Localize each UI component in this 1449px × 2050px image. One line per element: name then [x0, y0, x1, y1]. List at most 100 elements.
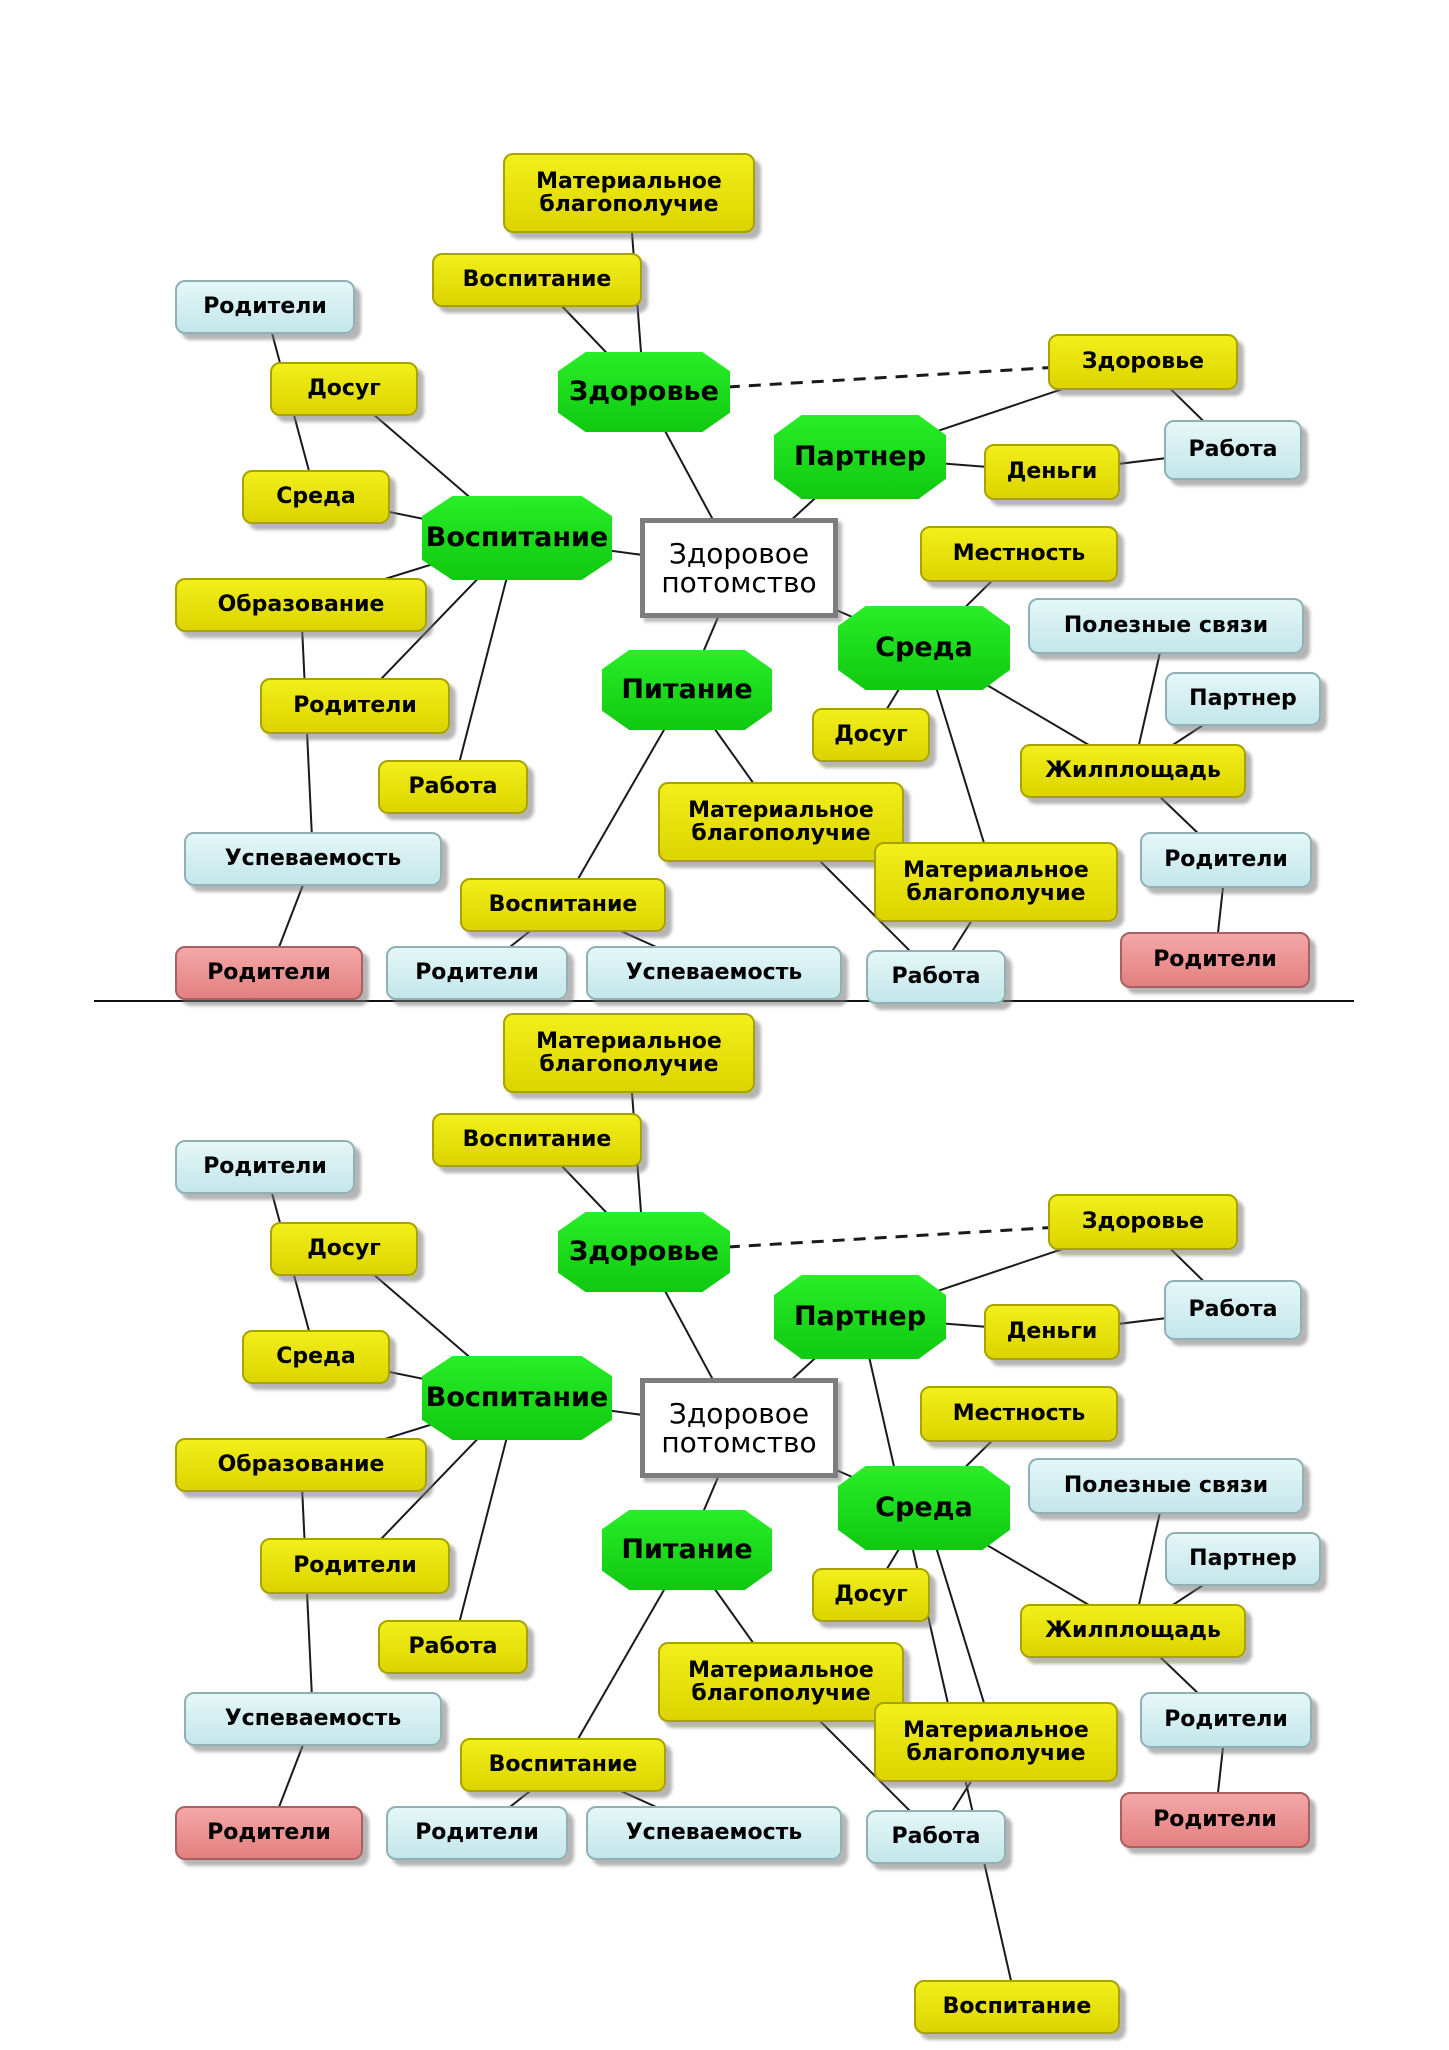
- node-label: Родители: [207, 1820, 331, 1846]
- node-label: Материальное благополучие: [688, 1657, 874, 1706]
- node-label: Материальное благополучие: [688, 797, 874, 846]
- node-upper-dosug_l: Досуг: [270, 362, 418, 416]
- node-upper-vospitanie: Воспитание: [422, 496, 612, 580]
- node-lower-uspev_l: Успеваемость: [184, 1692, 442, 1746]
- node-label: Успеваемость: [625, 960, 803, 986]
- node-upper-roditeli_red_r: Родители: [1120, 932, 1310, 988]
- node-label: Среда: [276, 484, 356, 510]
- node-upper-dosug_r: Досуг: [812, 708, 930, 762]
- node-upper-rabota_y: Работа: [378, 760, 528, 814]
- node-upper-roditeli_br: Родители: [1140, 832, 1312, 888]
- node-label: Работа: [408, 1634, 498, 1660]
- node-label: Родители: [293, 693, 417, 719]
- node-label: Местность: [952, 541, 1086, 567]
- node-lower-zdorovye: Здоровье: [558, 1212, 730, 1292]
- node-lower-mat_top: Материальное благополучие: [503, 1013, 755, 1093]
- node-label: Родители: [1153, 1807, 1277, 1833]
- node-lower-zhilpl: Жилплощадь: [1020, 1604, 1246, 1658]
- node-label: Партнер: [1189, 686, 1297, 712]
- node-label: Досуг: [307, 1236, 381, 1262]
- node-label: Здоровое потомство: [661, 536, 817, 599]
- node-label: Деньги: [1006, 1319, 1098, 1345]
- node-label: Материальное благополучие: [903, 857, 1089, 906]
- node-lower-dosug_r: Досуг: [812, 1568, 930, 1622]
- node-lower-center: Здоровое потомство: [640, 1378, 838, 1478]
- node-label: Полезные связи: [1063, 613, 1269, 639]
- node-label: Среда: [276, 1344, 356, 1370]
- node-label: Воспитание: [488, 1752, 638, 1778]
- node-upper-roditeli_y: Родители: [260, 678, 450, 734]
- node-lower-pitanie: Питание: [602, 1510, 772, 1590]
- node-lower-mat_sreda: Материальное благополучие: [874, 1702, 1118, 1782]
- node-lower-roditeli_red_r: Родители: [1120, 1792, 1310, 1848]
- node-label: Успеваемость: [224, 1706, 402, 1732]
- node-upper-vosp_top: Воспитание: [432, 253, 642, 307]
- node-label: Здоровье: [1081, 1209, 1205, 1235]
- node-upper-zhilpl: Жилплощадь: [1020, 744, 1246, 798]
- node-lower-roditeli_y: Родители: [260, 1538, 450, 1594]
- node-upper-dengi: Деньги: [984, 444, 1120, 500]
- node-label: Среда: [875, 631, 973, 663]
- node-label: Материальное благополучие: [536, 168, 722, 217]
- node-upper-uspev_l: Успеваемость: [184, 832, 442, 886]
- node-label: Досуг: [834, 722, 908, 748]
- node-label: Родители: [1164, 847, 1288, 873]
- node-lower-rabota_b: Работа: [866, 1810, 1006, 1864]
- node-label: Местность: [952, 1401, 1086, 1427]
- node-lower-mat_pit: Материальное благополучие: [658, 1642, 904, 1722]
- node-upper-vosp_bot: Воспитание: [460, 878, 666, 932]
- node-label: Образование: [217, 592, 385, 618]
- node-label: Здоровое потомство: [661, 1396, 817, 1459]
- node-lower-uspev_b: Успеваемость: [586, 1806, 842, 1860]
- node-lower-roditeli_red_l: Родители: [175, 1806, 363, 1860]
- node-label: Среда: [875, 1491, 973, 1523]
- node-upper-roditeli_tl: Родители: [175, 280, 355, 334]
- node-label: Воспитание: [942, 1994, 1092, 2020]
- node-label: Образование: [217, 1452, 385, 1478]
- node-lower-vosp_partner: Воспитание: [914, 1980, 1120, 2034]
- node-upper-rabota_b: Работа: [866, 950, 1006, 1004]
- node-upper-mat_top: Материальное благополучие: [503, 153, 755, 233]
- node-label: Полезные связи: [1063, 1473, 1269, 1499]
- node-label: Деньги: [1006, 459, 1098, 485]
- node-label: Жилплощадь: [1045, 1618, 1221, 1644]
- node-lower-rabota_y: Работа: [378, 1620, 528, 1674]
- node-label: Воспитание: [462, 267, 612, 293]
- node-label: Успеваемость: [625, 1820, 803, 1846]
- node-upper-rabota_r: Работа: [1164, 420, 1302, 480]
- node-label: Материальное благополучие: [536, 1028, 722, 1077]
- node-label: Родители: [203, 1154, 327, 1180]
- node-upper-mestnost: Местность: [920, 526, 1118, 582]
- node-label: Здоровье: [1081, 349, 1205, 375]
- node-upper-sreda_l: Среда: [242, 470, 390, 524]
- node-upper-zdorovye_r: Здоровье: [1048, 334, 1238, 390]
- node-label: Партнер: [1189, 1546, 1297, 1572]
- node-label: Работа: [891, 964, 981, 990]
- node-lower-vosp_bot: Воспитание: [460, 1738, 666, 1792]
- node-label: Успеваемость: [224, 846, 402, 872]
- node-label: Питание: [621, 673, 753, 705]
- node-upper-uspev_b: Успеваемость: [586, 946, 842, 1000]
- node-label: Досуг: [307, 376, 381, 402]
- node-label: Работа: [1188, 1297, 1278, 1323]
- node-upper-pitanie: Питание: [602, 650, 772, 730]
- edge-lower-partner-vosp_partner: [859, 1316, 1018, 2008]
- node-upper-center: Здоровое потомство: [640, 518, 838, 618]
- node-upper-sreda: Среда: [838, 606, 1010, 690]
- node-upper-roditeli_b: Родители: [386, 946, 568, 1000]
- node-label: Здоровье: [569, 1235, 719, 1267]
- node-lower-polez: Полезные связи: [1028, 1458, 1304, 1514]
- node-lower-partner: Партнер: [774, 1275, 946, 1359]
- node-label: Воспитание: [425, 521, 609, 553]
- node-label: Партнер: [793, 440, 927, 472]
- node-lower-rabota_r: Работа: [1164, 1280, 1302, 1340]
- node-label: Материальное благополучие: [903, 1717, 1089, 1766]
- node-upper-zdorovye: Здоровье: [558, 352, 730, 432]
- node-lower-roditeli_tl: Родители: [175, 1140, 355, 1194]
- node-label: Родители: [203, 294, 327, 320]
- node-lower-sreda_l: Среда: [242, 1330, 390, 1384]
- node-lower-zdorovye_r: Здоровье: [1048, 1194, 1238, 1250]
- node-upper-partner: Партнер: [774, 415, 946, 499]
- node-upper-mat_sreda: Материальное благополучие: [874, 842, 1118, 922]
- node-label: Родители: [293, 1553, 417, 1579]
